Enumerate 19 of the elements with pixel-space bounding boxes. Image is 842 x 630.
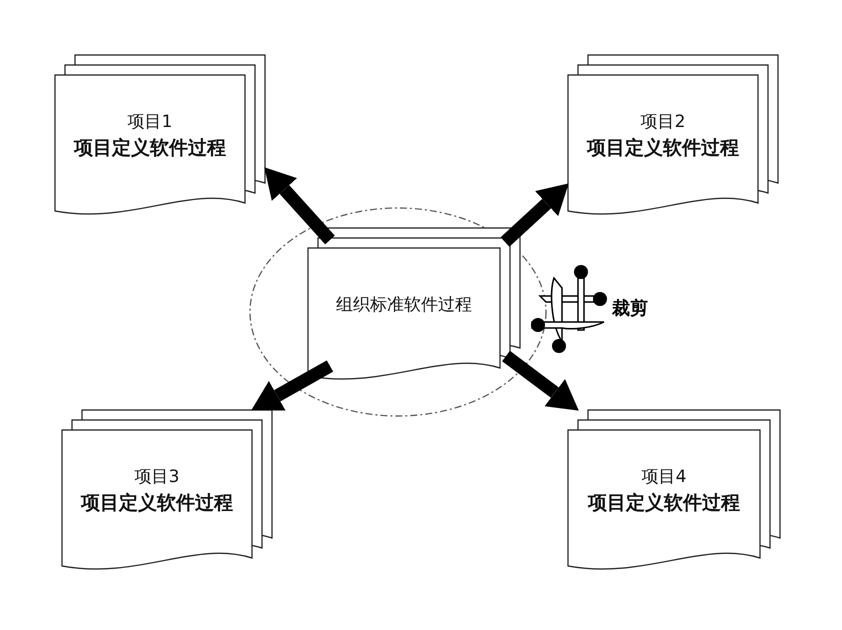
document-stack xyxy=(55,55,265,215)
annotation-label: 裁剪 xyxy=(612,297,648,320)
arrow xyxy=(500,183,569,247)
node-label: 组织标准软件过程 xyxy=(336,294,472,316)
node-heading: 项目2 xyxy=(640,111,686,134)
arrow xyxy=(251,360,334,411)
arrow xyxy=(264,167,335,244)
document-stack xyxy=(568,410,780,570)
node-label: 项目定义软件过程 xyxy=(587,136,739,161)
document-stack xyxy=(568,55,778,215)
document-stack xyxy=(62,410,272,570)
node-label: 项目定义软件过程 xyxy=(74,136,226,161)
arrow xyxy=(502,350,579,411)
document-stack xyxy=(308,228,520,380)
node-label: 项目定义软件过程 xyxy=(588,491,740,516)
node-heading: 项目4 xyxy=(642,466,686,489)
node-heading: 项目3 xyxy=(134,466,180,489)
node-heading: 项目1 xyxy=(128,111,172,134)
node-label: 项目定义软件过程 xyxy=(81,491,233,516)
